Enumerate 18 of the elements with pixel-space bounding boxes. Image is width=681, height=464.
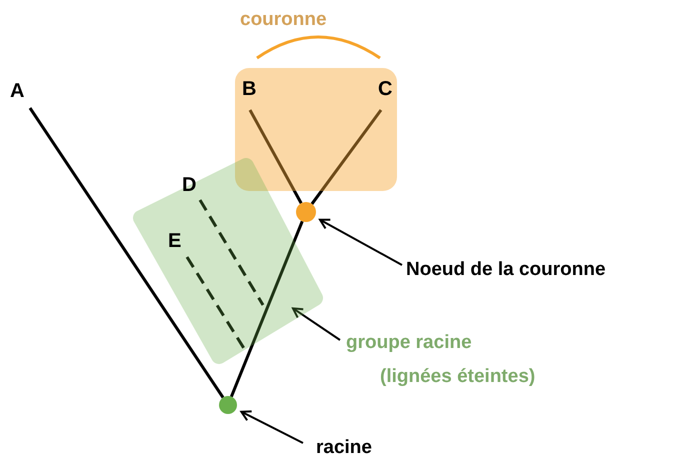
leader-arrow [292,307,341,341]
tree-branch [248,109,302,204]
taxon-label: A [10,76,32,106]
extinct-lineage-branch [198,199,264,306]
callout-text: racine [316,434,396,462]
taxon-label: C [378,74,398,104]
tree-branch [230,220,304,398]
leader-arrow [319,218,402,266]
taxon-label: B [242,74,262,104]
tree-branch [28,107,224,398]
taxon-label: D [182,170,202,200]
group-label: couronne [240,8,327,32]
extinct-lineage-branch [186,256,246,351]
leader-arrow [240,410,304,444]
taxon-label: E [168,226,188,256]
tree-branch [310,109,382,205]
callout-text: Noeud de la couronne [406,256,678,284]
callout-text: groupe racine (lignées éteintes) [346,326,542,394]
